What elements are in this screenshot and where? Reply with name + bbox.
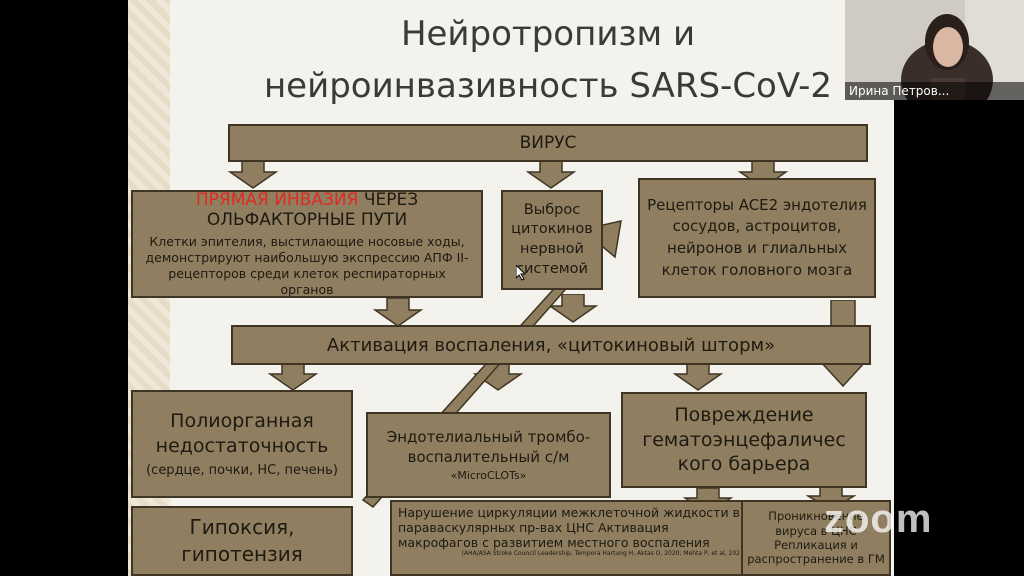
ace2-text: Рецепторы ACE2 эндотелия сосудов, астроц…	[647, 195, 867, 279]
multiorgan-body: (сердце, почки, НС, печень)	[146, 462, 338, 478]
cytokine-release-box: Выброс цитокинов нервной системой	[501, 190, 603, 290]
virus-box: ВИРУС	[228, 124, 868, 162]
circulation-box: Нарушение циркуляции межклеточной жидкос…	[390, 500, 748, 576]
circulation-body: Нарушение циркуляции межклеточной жидкос…	[398, 505, 740, 550]
olfactory-box: ПРЯМАЯ ИНВАЗИЯ ЧЕРЕЗ ОЛЬФАКТОРНЫЕ ПУТИ К…	[131, 190, 483, 298]
penetration-box: Проникновение вируса в ЦНС Репликация и …	[741, 500, 891, 576]
endothelial-title: Эндотелиальный тромбо-воспалительный с/м	[386, 428, 591, 466]
arrow-down-icon	[548, 294, 598, 323]
multiorgan-box: Полиорганная недостаточность (сердце, по…	[131, 390, 353, 498]
arrow-down-icon	[673, 362, 723, 391]
virus-label: ВИРУС	[519, 133, 577, 153]
zoom-watermark: zoom	[824, 497, 933, 541]
olfactory-body: Клетки эпителия, выстилающие носовые ход…	[145, 233, 469, 298]
mouse-cursor-icon	[516, 265, 526, 281]
olfactory-highlight: ПРЯМАЯ ИНВАЗИЯ	[195, 190, 359, 210]
bbb-damage-box: Повреждение гематоэнцефаличес кого барье…	[621, 392, 867, 488]
shared-slide: Нейротропизм и нейроинвазивность SARS-Co…	[128, 0, 894, 576]
penetration-text: Проникновение вируса в ЦНС Репликация и …	[747, 509, 885, 567]
bbb-damage-text: Повреждение гематоэнцефаличес кого барье…	[642, 403, 846, 476]
inflammation-label: Активация воспаления, «цитокиновый шторм…	[326, 334, 776, 356]
cytokine-release-text: Выброс цитокинов нервной системой	[511, 201, 593, 277]
circulation-refs: (AHA/ASA Stroke Council Leadership. Temp…	[461, 550, 740, 557]
hypoxia-text: Гипоксия, гипотензия	[181, 515, 303, 566]
arrow-down-icon	[373, 298, 423, 327]
hypoxia-box: Гипоксия, гипотензия	[131, 506, 353, 576]
arrow-down-icon	[526, 160, 576, 189]
participant-video-tile[interactable]: Ирина Петров...	[845, 0, 1024, 100]
inflammation-bar: Активация воспаления, «цитокиновый шторм…	[231, 325, 871, 365]
olfactory-title-rest: ЧЕРЕЗ ОЛЬФАКТОРНЫЕ ПУТИ	[206, 190, 419, 230]
multiorgan-title: Полиорганная недостаточность	[155, 410, 329, 457]
olfactory-title: ПРЯМАЯ ИНВАЗИЯ ЧЕРЕЗ ОЛЬФАКТОРНЫЕ ПУТИ	[141, 190, 473, 230]
arrow-down-icon	[228, 160, 278, 189]
participant-name-label: Ирина Петров...	[845, 82, 1024, 100]
ace2-box: Рецепторы ACE2 эндотелия сосудов, астроц…	[638, 178, 876, 298]
slide-title-line1: Нейротропизм и	[400, 14, 696, 54]
slide-title-line2: нейроинвазивность SARS-CoV-2	[263, 66, 833, 106]
endothelial-body: «MicroCLOTs»	[450, 469, 527, 482]
endothelial-box: Эндотелиальный тромбо-воспалительный с/м…	[366, 412, 611, 498]
arrow-down-icon	[268, 362, 318, 391]
